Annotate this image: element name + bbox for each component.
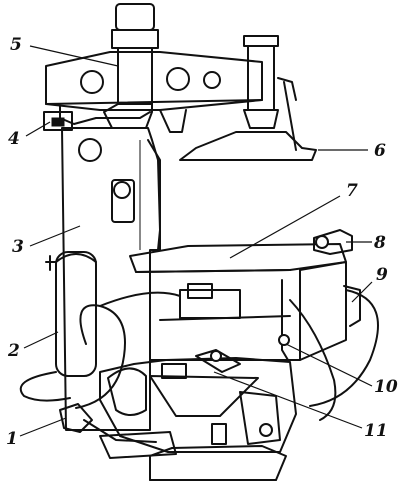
cross-beam: [45, 51, 263, 133]
spindle-top: [103, 3, 159, 129]
callout-2: 2: [7, 341, 20, 361]
callout-9: 9: [376, 265, 388, 285]
callout-1: 1: [6, 429, 18, 449]
callout-4: 4: [8, 129, 20, 149]
clamp-nut: [43, 111, 73, 131]
floor-plate: [99, 431, 287, 481]
work-table: [129, 243, 347, 361]
tool-head: [179, 35, 317, 161]
callout-labels: 5 4 3 2 1 6 7 8 9 10 11: [6, 35, 398, 449]
callout-10: 10: [374, 377, 398, 397]
callout-3: 3: [12, 237, 24, 257]
leader-lines: [19, 45, 373, 437]
air-hose: [19, 291, 181, 409]
cylinder: [45, 251, 97, 377]
valve-assembly: [278, 229, 379, 421]
foot-pedal: [59, 403, 157, 443]
callout-7: 7: [346, 181, 358, 201]
callout-5: 5: [10, 35, 22, 55]
callout-11: 11: [364, 421, 388, 441]
base-vise: [99, 349, 297, 453]
callout-8: 8: [373, 233, 386, 253]
callout-6: 6: [374, 141, 386, 161]
machine-column: [61, 127, 161, 431]
